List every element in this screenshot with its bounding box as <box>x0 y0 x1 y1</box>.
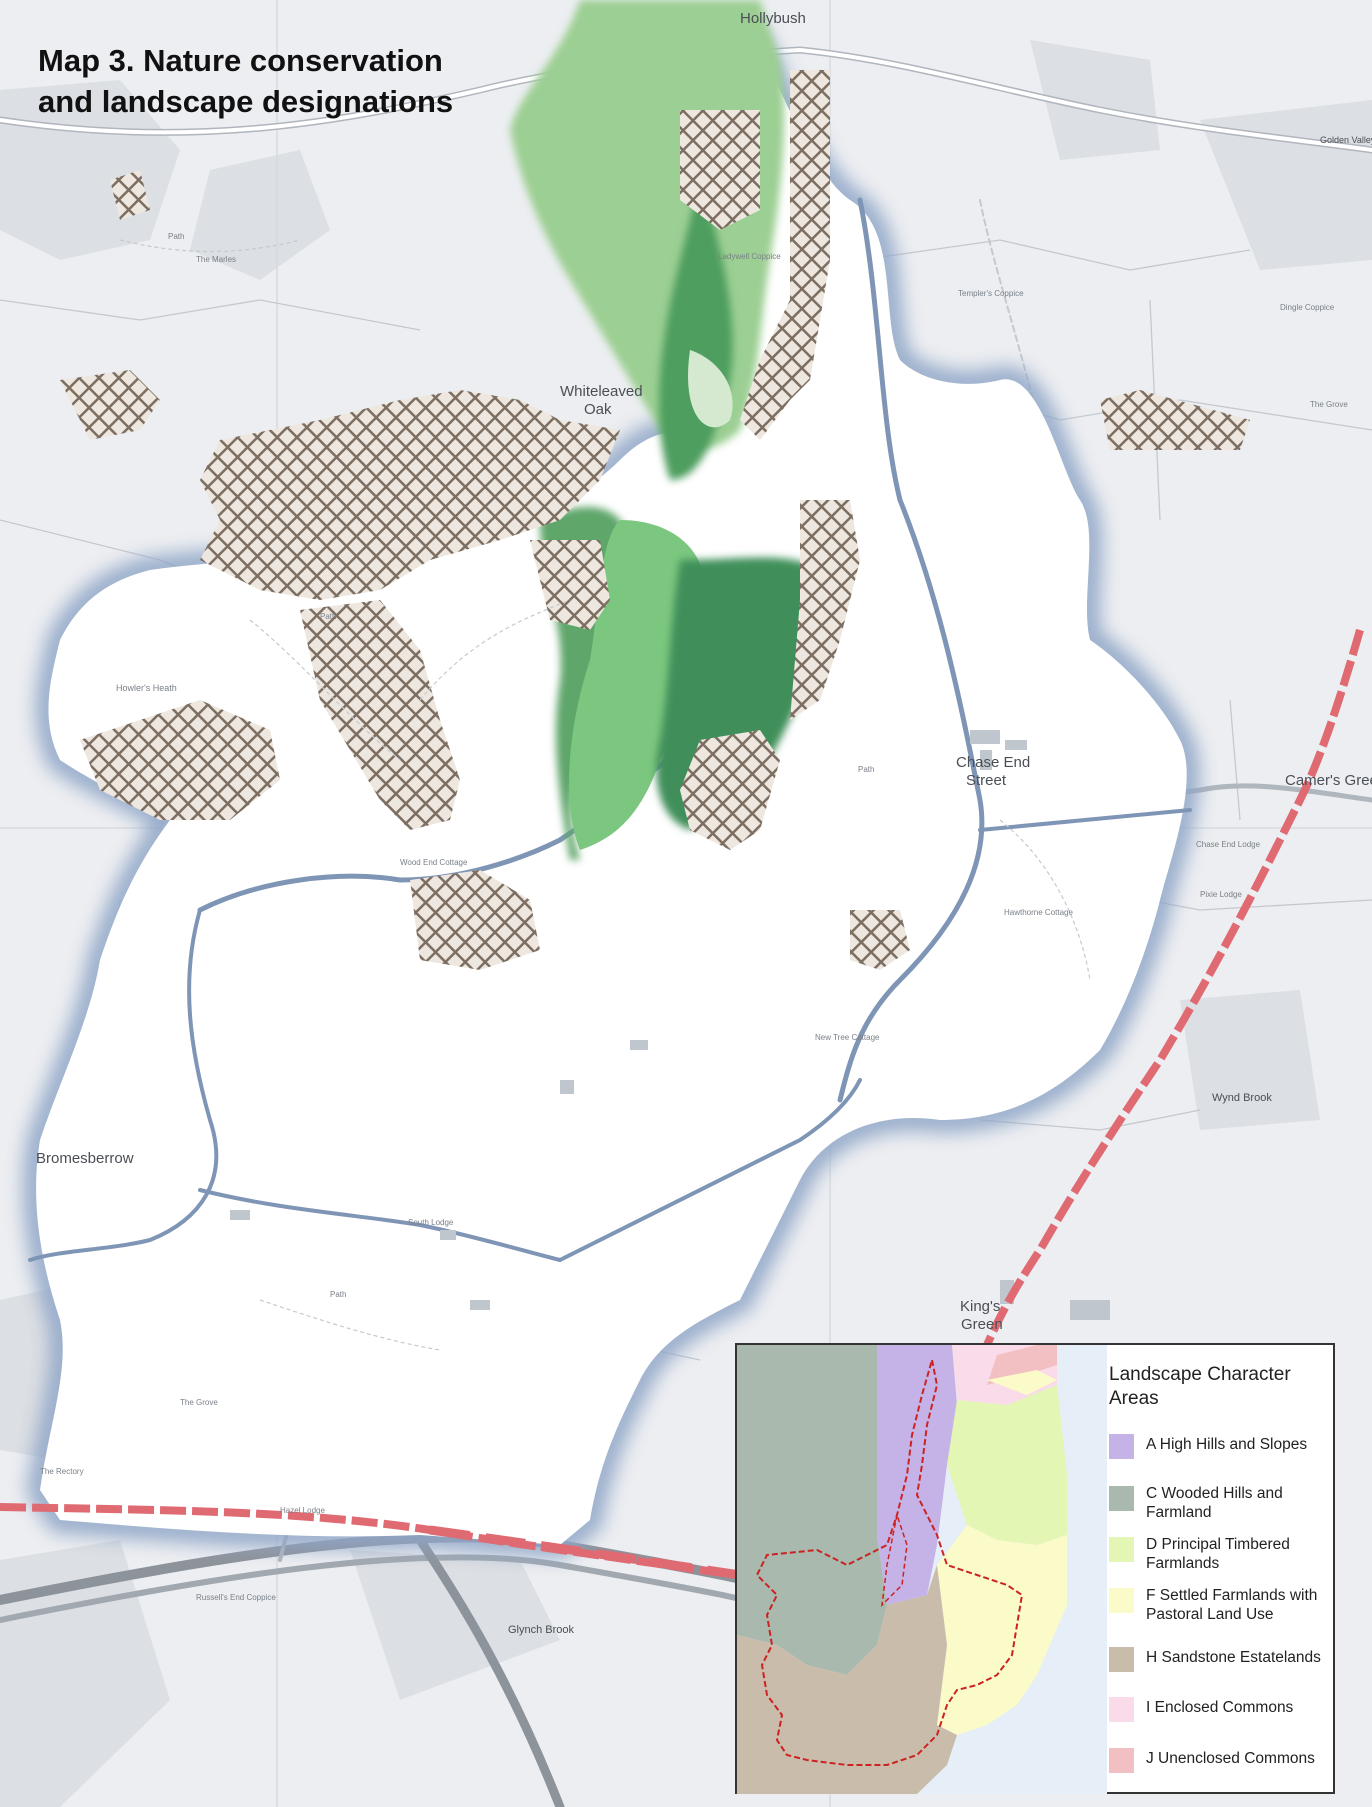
label-russells-end-coppice: Russell's End Coppice <box>196 1593 276 1602</box>
legend-swatch-c <box>1109 1486 1134 1511</box>
label-oak: Oak <box>584 401 612 418</box>
legend-label-i: I Enclosed Commons <box>1146 1699 1294 1716</box>
legend-swatch-h <box>1109 1647 1134 1672</box>
legend-inset-map <box>737 1345 1107 1794</box>
label-chase-end: Chase End <box>956 754 1031 771</box>
legend-swatch-f <box>1109 1588 1134 1613</box>
label-the-rectory: The Rectory <box>40 1467 84 1476</box>
label-bromesberrow: Bromesberrow <box>36 1150 134 1167</box>
legend-title: Landscape Character Areas <box>1109 1364 1291 1409</box>
label-path-4: Path <box>330 1290 347 1299</box>
label-new-tree-cottage: New Tree Cottage <box>815 1033 880 1042</box>
map-title: Map 3. Nature conservation and landscape… <box>38 40 453 122</box>
map-title-line1: Map 3. Nature conservation <box>38 43 443 78</box>
label-hazel-lodge: Hazel Lodge <box>280 1506 325 1515</box>
legend-swatch-d <box>1109 1537 1134 1562</box>
legend-label-f: F Settled Farmlands with Pastoral Land U… <box>1146 1587 1318 1623</box>
buildings <box>230 730 1110 1320</box>
label-the-grove-south: The Grove <box>180 1398 218 1407</box>
label-pixie-lodge: Pixie Lodge <box>1200 890 1242 899</box>
label-dingle-coppice: Dingle Coppice <box>1280 303 1335 312</box>
label-path-3: Path <box>858 765 875 774</box>
legend-swatch-a <box>1109 1434 1134 1459</box>
label-howlers-heath: Howler's Heath <box>116 683 177 693</box>
footpaths <box>119 239 1091 1351</box>
label-path-1: Path <box>168 232 185 241</box>
label-chase-end-lodge: Chase End Lodge <box>1196 840 1261 849</box>
legend-swatch-j <box>1109 1748 1134 1773</box>
label-wood-end-cottage: Wood End Cottage <box>400 858 468 867</box>
legend-label-c: C Wooded Hills and Farmland <box>1146 1485 1283 1521</box>
label-street: Street <box>966 772 1007 789</box>
label-templers-coppice: Templer's Coppice <box>958 289 1024 298</box>
legend-label-a: A High Hills and Slopes <box>1146 1436 1308 1453</box>
map-title-line2: and landscape designations <box>38 84 454 119</box>
label-hollybush: Hollybush <box>740 10 806 27</box>
designation-crosshatch <box>60 70 1250 970</box>
label-the-marles: The Marles <box>196 255 237 264</box>
label-whiteleaved: Whiteleaved <box>560 383 643 400</box>
label-hawthorne-cottage: Hawthorne Cottage <box>1004 908 1073 917</box>
label-kings: King's <box>960 1298 1001 1315</box>
legend-label-d: D Principal Timbered Farmlands <box>1146 1536 1290 1572</box>
label-glynch-brook: Glynch Brook <box>508 1624 575 1636</box>
label-the-grove: The Grove <box>1310 400 1348 409</box>
label-ladywell-coppice: Ladywell Coppice <box>718 252 781 261</box>
label-wynd-brook: Wynd Brook <box>1212 1092 1272 1104</box>
red-boundary <box>0 628 1364 1580</box>
legend-label-h: H Sandstone Estatelands <box>1146 1649 1321 1666</box>
label-camers-green: Camer's Green <box>1285 772 1372 789</box>
legend-swatch-i <box>1109 1697 1134 1722</box>
label-green: Green <box>961 1316 1003 1333</box>
label-golden-valley: Golden Valley <box>1320 135 1372 145</box>
legend-panel: Landscape Character Areas A High Hills a… <box>735 1343 1335 1794</box>
label-path-2: Path <box>320 612 337 621</box>
label-south-lodge: South Lodge <box>408 1218 454 1227</box>
legend-label-j: J Unenclosed Commons <box>1146 1750 1315 1767</box>
